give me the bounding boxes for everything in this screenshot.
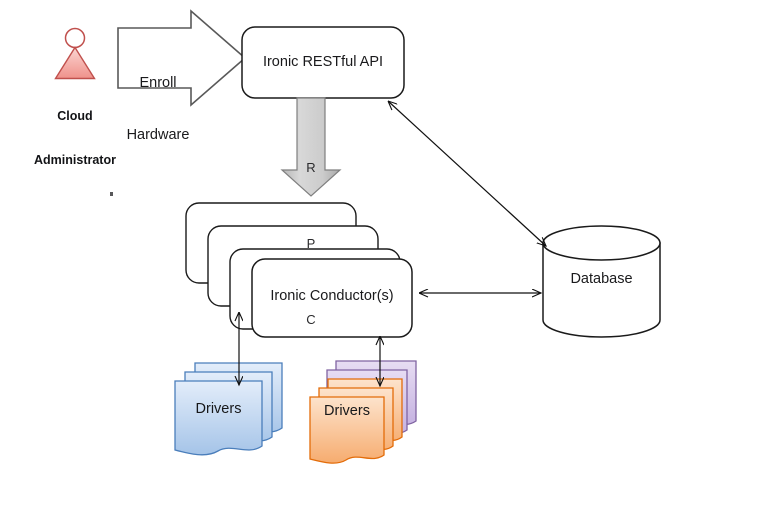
rpc-arrow-label: R P C (297, 104, 325, 383)
connector-api-to-database (388, 101, 546, 246)
enroll-hardware-label-line1: Enroll (139, 75, 177, 92)
drivers-orange-stack[interactable] (309, 360, 417, 464)
enroll-hardware-arrow (117, 9, 247, 107)
drivers-blue-label: Drivers (195, 401, 242, 417)
database-label: Database (570, 271, 633, 287)
ironic-conductor-label: Ironic Conductor(s) (270, 288, 394, 304)
ironic-conductor-stack[interactable] (185, 202, 413, 338)
drivers-orange-label: Drivers (324, 403, 370, 419)
stray-dot-artifact (110, 192, 113, 196)
enroll-hardware-label-line2: Hardware (126, 126, 190, 143)
rpc-arrow (280, 97, 342, 197)
cloud-administrator-label: Cloud Administrator (18, 79, 132, 197)
drivers-blue-stack[interactable] (174, 362, 283, 456)
cloud-administrator-icon (54, 27, 96, 80)
cloud-administrator-label-line1: Cloud (57, 108, 93, 123)
database-node[interactable] (542, 225, 661, 338)
enroll-hardware-label: Enroll Hardware (121, 41, 195, 178)
rpc-letter-r: R (306, 159, 316, 175)
rpc-letter-p: P (306, 235, 316, 251)
rpc-letter-c: C (306, 311, 316, 327)
ironic-restful-api-label: Ironic RESTful API (262, 54, 384, 70)
cloud-administrator-label-line2: Administrator (34, 152, 116, 167)
